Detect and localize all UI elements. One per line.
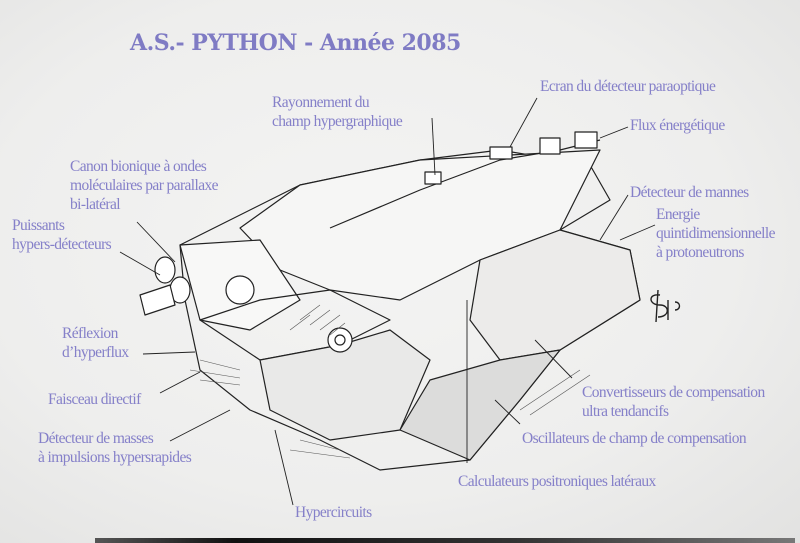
label-energie: Energie quintidimensionnelle à protoneut…: [656, 205, 775, 262]
nozzle: [139, 284, 176, 316]
label-line: Energie: [656, 206, 700, 223]
label-line: à impulsions hypersrapides: [38, 449, 192, 466]
signature: [650, 289, 681, 323]
leader-line: [534, 339, 573, 379]
label-reflexion: Réflexion d’hyperflux: [62, 324, 129, 362]
leader-line: [509, 97, 538, 148]
label-line: d’hyperflux: [62, 344, 129, 361]
detector-pod: [154, 256, 176, 284]
lens: [334, 334, 346, 346]
label-line: Hypercircuits: [295, 504, 372, 521]
label-line: hypers-détecteurs: [12, 236, 112, 253]
label-faisceau: Faisceau directif: [48, 390, 141, 409]
label-line: Canon bionique à ondes: [70, 158, 207, 175]
label-line: Oscillateurs de champ de compensation: [522, 430, 747, 447]
page-edge-shadow: [95, 538, 795, 543]
label-line: ultra tendancifs: [582, 403, 669, 420]
label-line: Calculateurs positroniques latéraux: [458, 473, 656, 490]
label-line: Faisceau directif: [48, 391, 141, 408]
label-line: champ hypergraphique: [272, 113, 403, 130]
label-line: Rayonnement du: [272, 94, 370, 111]
leader-line: [136, 221, 176, 263]
label-line: Puissants: [12, 217, 65, 234]
top-rail: [329, 139, 601, 229]
leader-line: [599, 126, 629, 139]
label-calculateurs: Calculateurs positroniques latéraux: [458, 472, 656, 491]
label-ecran: Ecran du détecteur paraoptique: [540, 77, 716, 96]
label-hypercircuits: Hypercircuits: [295, 503, 372, 522]
leader-line: [274, 429, 294, 506]
label-line: bi-latéral: [70, 196, 121, 213]
label-flux: Flux énergétique: [630, 116, 725, 135]
label-mannes: Détecteur de mannes: [630, 183, 749, 202]
label-line: Ecran du détecteur paraoptique: [540, 78, 716, 95]
leader-line: [142, 351, 196, 355]
rail-module: [539, 137, 561, 155]
label-rayonnement: Rayonnement du champ hypergraphique: [272, 93, 403, 131]
label-line: Détecteur de masses: [38, 430, 154, 447]
lower-keel: [399, 349, 561, 461]
label-line: Réflexion: [62, 325, 118, 342]
leader-line: [619, 224, 656, 241]
leader-line: [431, 117, 436, 176]
rail-module: [489, 146, 513, 160]
label-masses: Détecteur de masses à impulsions hypersr…: [38, 429, 192, 467]
label-oscillateurs: Oscillateurs de champ de compensation: [522, 429, 747, 448]
label-line: Flux énergétique: [630, 117, 725, 134]
page-title: A.S.- PYTHON - Année 2085: [130, 30, 461, 56]
label-line: moléculaires par parallaxe: [70, 177, 219, 194]
leader-line: [159, 371, 201, 394]
leader-line: [599, 194, 629, 241]
label-convertisseurs: Convertisseurs de compensation ultra ten…: [582, 383, 765, 421]
label-canon: Canon bionique à ondes moléculaires par …: [70, 157, 219, 214]
label-puissants: Puissants hypers-détecteurs: [12, 216, 112, 254]
front-dome: [225, 275, 255, 305]
rail-module: [574, 131, 598, 149]
label-line: quintidimensionnelle: [656, 225, 775, 242]
label-line: à protoneutrons: [656, 244, 744, 261]
label-line: Convertisseurs de compensation: [582, 384, 765, 401]
leader-line: [494, 399, 521, 425]
label-line: Détecteur de mannes: [630, 184, 749, 201]
leader-line: [169, 409, 231, 442]
rail-module: [424, 171, 442, 185]
side-panel: [469, 229, 641, 361]
leader-line: [119, 251, 161, 276]
lens: [327, 327, 353, 353]
